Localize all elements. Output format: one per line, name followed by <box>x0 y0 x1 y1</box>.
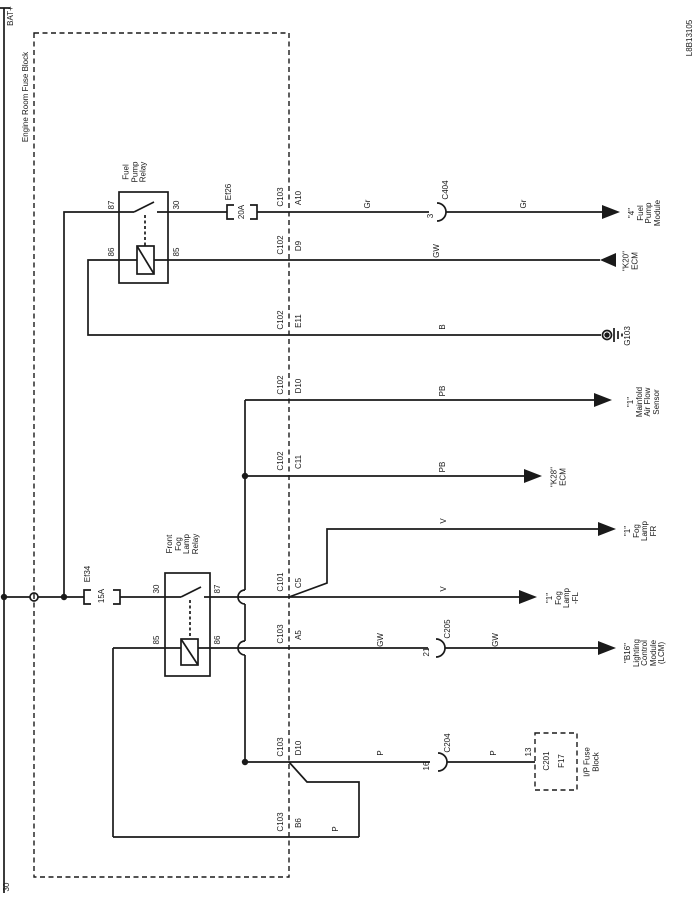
diagram-id-label: L8B13105 <box>684 19 694 57</box>
fuse-ef26-left-bracket <box>226 204 234 220</box>
fuse-ef34-name: Ef34 <box>82 565 92 583</box>
engine-room-fuse-block-box <box>33 32 290 878</box>
fuel-pump-relay-coil-diag <box>136 245 155 275</box>
wire-color-label: V <box>438 586 448 592</box>
edge-connector-name: C101 <box>275 572 285 592</box>
dest-ecm-k28: "K28" ECM <box>549 467 568 487</box>
connector-c404-pin: 3 <box>425 213 435 219</box>
edge-connector-pin: A10 <box>293 190 303 206</box>
dest-lcm: "B16" Lighting Control Module (LCM) <box>622 638 666 668</box>
arrow-fog-lamp-fl <box>519 590 537 604</box>
wire-color-label: Gr <box>518 199 528 209</box>
ip-fuse-block-fuse: F17 <box>556 754 566 768</box>
batt-rail-top-label: BAT+ <box>5 6 15 26</box>
edge-connector-pin: D9 <box>293 240 303 252</box>
wire-color-label: P <box>488 750 498 756</box>
edge-connector-pin: C5 <box>293 577 303 589</box>
arrow-fog-lamp-fr <box>598 522 616 536</box>
ground-bars <box>613 328 623 342</box>
fuel-pump-relay-switch <box>119 201 168 213</box>
edge-connector-name: C103 <box>275 187 285 207</box>
fuel-pump-relay-box <box>118 191 169 284</box>
dest-fuel-pump-module: "4" Fuel Pump Module <box>627 199 662 227</box>
dest-fog-lamp-fl: "1" Fog Lamp -FL <box>545 587 580 609</box>
dest-fog-lamp-fr: "1" Fog Lamp FR <box>623 520 658 542</box>
wire-color-label: GW <box>375 633 385 647</box>
edge-connector-name: C102 <box>275 451 285 471</box>
front-fog-relay-box <box>164 572 211 677</box>
front-fog-relay-coil-diag <box>180 638 199 666</box>
edge-connector-name: C102 <box>275 375 285 395</box>
front-fog-relay-switch <box>165 586 210 598</box>
wire-color-label: P <box>330 826 340 832</box>
edge-connector-pin: E11 <box>293 314 303 328</box>
edge-connector-pin: D10 <box>293 740 303 756</box>
edge-connector-name: C102 <box>275 235 285 255</box>
edge-connector-name: C103 <box>275 737 285 757</box>
batt-rail-bottom-label: 30 <box>1 882 11 892</box>
fuse-ef26-name: Ef26 <box>223 183 233 201</box>
ground-g103-label: G103 <box>622 326 632 346</box>
wire-color-label: V <box>438 518 448 524</box>
edge-connector-name: C103 <box>275 624 285 644</box>
edge-connector-name: C102 <box>275 310 285 330</box>
wire-color-label: GW <box>490 633 500 647</box>
edge-connector-pin: B6 <box>293 818 303 828</box>
fuse-ef34-right-bracket <box>113 589 121 605</box>
edge-connector-pin: A5 <box>293 630 303 640</box>
arrow-ecm-k28 <box>524 469 542 483</box>
arrow-lcm <box>598 641 616 655</box>
fuel-pump-relay-pin-85: 85 <box>171 247 181 257</box>
row10-wire <box>112 647 360 838</box>
ip-fuse-block-label: I/P Fuse Block <box>582 747 601 777</box>
arrow-fuel-pump-module <box>602 205 620 219</box>
connector-c204-pin: 16 <box>421 761 431 771</box>
edge-connector-pin: D10 <box>293 378 303 394</box>
dest-maf-sensor: "1" Mainfold Air Flow Sensor <box>626 386 661 418</box>
wire-color-label: PB <box>437 385 447 397</box>
wire-color-label: B <box>437 324 447 330</box>
ip-fuse-block-pin: 13 <box>523 747 533 757</box>
connector-c204-name: C204 <box>442 733 452 753</box>
dest-ecm-k20: "K20" ECM <box>621 251 640 271</box>
front-fog-relay-coil <box>180 638 199 666</box>
ground-dot <box>604 332 610 338</box>
engine-room-fuse-block-label: Engine Room Fuse Block <box>20 51 30 143</box>
row3-wire <box>87 259 601 336</box>
arrow-maf-sensor <box>594 393 612 407</box>
fuel-pump-relay-feed-wire <box>63 211 119 597</box>
front-fog-relay-pin-30: 30 <box>151 584 161 594</box>
fuel-pump-relay-label: Fuel Pump Relay <box>121 161 148 183</box>
fuel-pump-relay-pin-86: 86 <box>106 247 116 257</box>
ip-fuse-block-connector: C201 <box>541 751 551 771</box>
wire-color-label: Gr <box>362 199 372 209</box>
front-fog-relay-pin-86: 86 <box>212 635 222 645</box>
connector-c205-name: C205 <box>442 619 452 639</box>
arrow-ecm-k20 <box>600 253 616 267</box>
wire-color-label: GW <box>431 244 441 258</box>
fog-fr-wire <box>288 528 598 598</box>
front-fog-relay-pin-85: 85 <box>151 635 161 645</box>
fuse-ef26-rating: 20A <box>236 204 246 220</box>
fuse-ef34-left-bracket <box>83 589 91 605</box>
front-fog-relay-label: Front Fog Lamp Relay <box>165 533 200 555</box>
junction-dots <box>0 472 249 766</box>
connector-c404-symbol <box>436 202 447 222</box>
edge-connector-pin: C11 <box>293 454 303 470</box>
fuel-pump-relay-pin-87: 87 <box>106 200 116 210</box>
edge-connector-name: C103 <box>275 812 285 832</box>
fuse-ef34-rating: 15A <box>96 588 106 604</box>
ip-fuse-block-box <box>534 732 578 791</box>
fuel-pump-relay-pin-30: 30 <box>171 200 181 210</box>
wire-color-label: P <box>375 750 385 756</box>
front-fog-relay-pin-87: 87 <box>212 584 222 594</box>
connector-c404-name: C404 <box>440 180 450 200</box>
wire-color-label: PB <box>437 461 447 473</box>
connector-c205-symbol <box>435 638 446 658</box>
connector-c204-symbol <box>437 752 448 772</box>
fuse-ef26-right-bracket <box>250 204 258 220</box>
connector-c205-pin: 21 <box>421 647 431 657</box>
